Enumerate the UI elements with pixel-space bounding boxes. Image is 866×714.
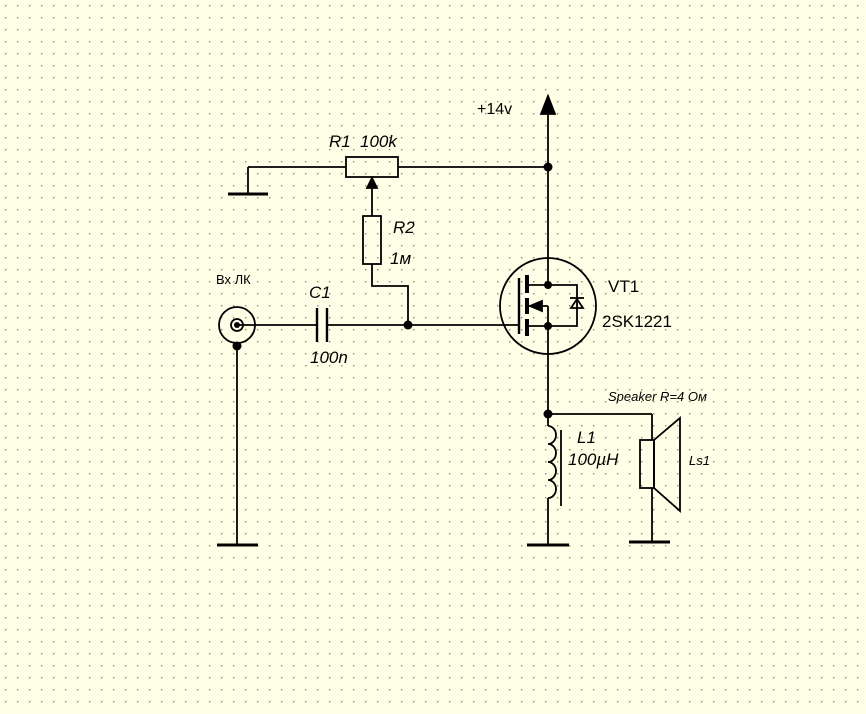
vt1-arrow (527, 299, 543, 313)
c1-ref-label: C1 (309, 283, 331, 302)
r2-ref-label: R2 (393, 218, 415, 237)
junction-dot (232, 341, 242, 351)
r1-ref-label: R1 (329, 132, 351, 151)
junction-dot (543, 162, 553, 172)
l1-value-label: 100µH (568, 450, 619, 469)
supply-label: +14v (477, 101, 512, 118)
junction-dot (234, 322, 240, 328)
junction-dot (543, 409, 553, 419)
vt1-diode-triangle (569, 297, 585, 309)
supply-arrow (539, 93, 557, 115)
input-label: Вх ЛК (216, 272, 251, 287)
vt1-value-label: 2SK1221 (602, 312, 672, 331)
c1-value-label: 100n (310, 348, 348, 367)
speaker-note-label: Speaker R=4 Ом (608, 389, 707, 404)
vt1-diode-loop (548, 284, 578, 327)
vt1-ref-label: VT1 (608, 277, 639, 296)
junction-dot (403, 320, 413, 330)
r2-value-label: 1м (390, 249, 411, 268)
l1-ref-label: L1 (577, 428, 596, 447)
junction-dot (544, 322, 552, 330)
r2-bottom-wire (371, 264, 409, 324)
speaker-ref-label: Ls1 (689, 453, 710, 468)
r1-wiper-arrow (365, 175, 379, 189)
l1-coil (547, 425, 557, 499)
r1-value-label: 100k (360, 132, 398, 151)
speaker-cone (653, 416, 681, 513)
junction-dot (544, 281, 552, 289)
